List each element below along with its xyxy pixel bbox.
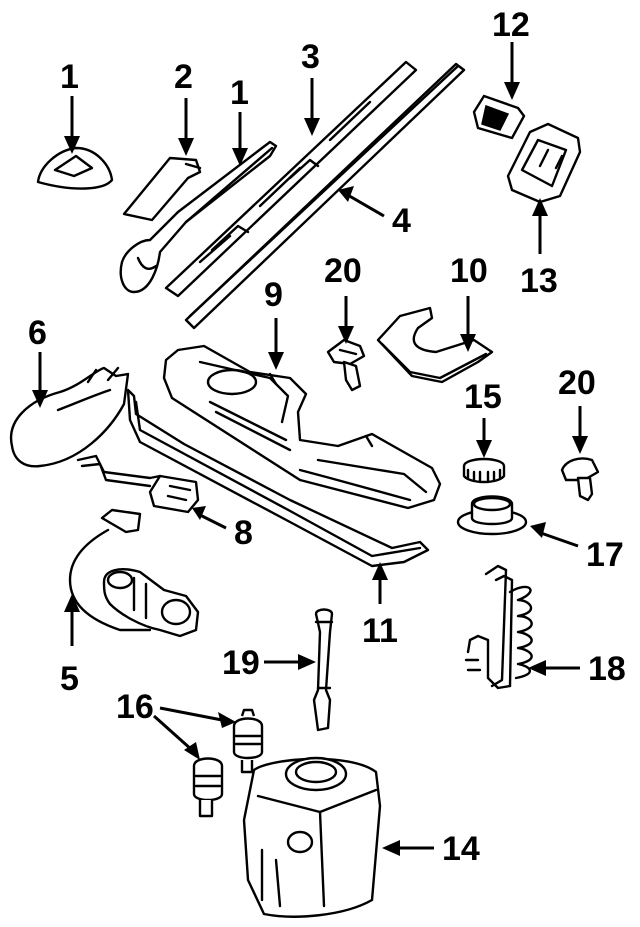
part-washer-pumps bbox=[192, 708, 264, 818]
callout-17: 17 bbox=[586, 536, 624, 574]
callout-20a: 20 bbox=[324, 252, 362, 290]
part-reservoir-cap bbox=[462, 457, 506, 484]
callout-11: 11 bbox=[362, 612, 398, 650]
part-arm-cover bbox=[122, 156, 202, 222]
part-washer-reservoir bbox=[242, 756, 382, 918]
part-filler-neck bbox=[312, 608, 334, 732]
callout-20b: 20 bbox=[558, 364, 596, 402]
callout-7: 1 bbox=[60, 58, 79, 96]
part-nut-cap bbox=[36, 146, 114, 190]
callout-9: 9 bbox=[264, 276, 283, 314]
callout-3: 3 bbox=[301, 38, 320, 76]
callout-1: 1 bbox=[230, 74, 249, 112]
callout-6: 6 bbox=[28, 314, 47, 352]
callout-14: 14 bbox=[442, 830, 480, 868]
part-washer-hose bbox=[464, 564, 533, 690]
callout-5: 5 bbox=[60, 660, 79, 698]
callout-18: 18 bbox=[588, 650, 626, 688]
callout-15: 15 bbox=[464, 378, 502, 416]
part-wiper-motor bbox=[68, 508, 200, 638]
part-pump-seal bbox=[456, 495, 528, 536]
part-motor-harness bbox=[76, 454, 200, 514]
part-wiper-blade bbox=[164, 60, 418, 298]
callout-4: 4 bbox=[392, 202, 411, 240]
part-wiper-arm bbox=[119, 140, 278, 294]
part-cowl-cover-left bbox=[9, 366, 130, 468]
part-washer-nozzle bbox=[472, 94, 526, 140]
callout-8: 8 bbox=[234, 514, 253, 552]
callout-12: 12 bbox=[492, 6, 530, 44]
callout-16: 16 bbox=[116, 688, 154, 726]
part-washer-bracket bbox=[506, 122, 582, 204]
callouts: 1 2 1 3 4 12 13 20 10 bbox=[28, 6, 626, 868]
part-retainer-clip-b bbox=[560, 457, 600, 502]
callout-19: 19 bbox=[222, 644, 260, 682]
part-cowl-seal bbox=[376, 306, 494, 384]
callout-13: 13 bbox=[520, 262, 558, 300]
part-blade-refill bbox=[184, 62, 466, 330]
part-retainer-clip-a bbox=[326, 338, 366, 392]
part-lower-seal bbox=[126, 388, 430, 568]
callout-10: 10 bbox=[450, 252, 488, 290]
part-cowl-panel bbox=[162, 344, 442, 510]
callout-2: 2 bbox=[174, 58, 193, 96]
